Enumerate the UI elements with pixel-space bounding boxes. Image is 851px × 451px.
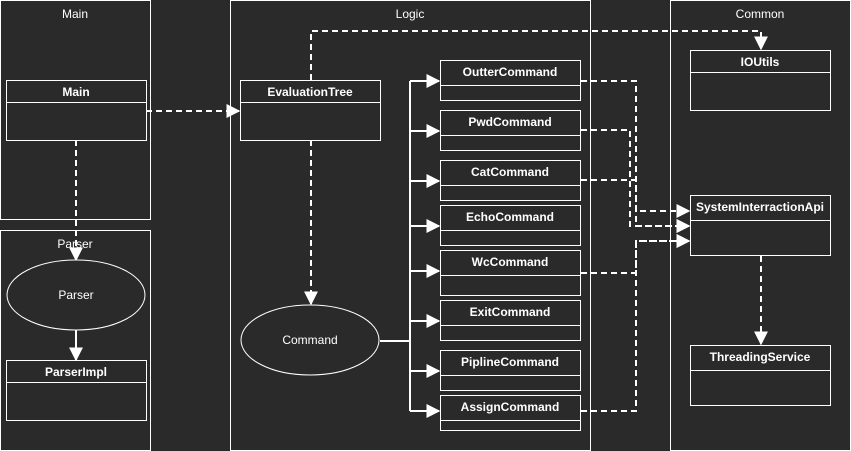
group-main-title: Main xyxy=(62,7,88,21)
edge-cat-to-system-api xyxy=(581,179,691,218)
class-evaluation-tree-label: EvaluationTree xyxy=(267,85,353,99)
class-echo-command-label: EchoCommand xyxy=(466,210,554,224)
class-pwd-command[interactable]: PwdCommand xyxy=(440,110,581,151)
class-assign-command[interactable]: AssignCommand xyxy=(440,395,581,431)
class-cat-command[interactable]: CatCommand xyxy=(440,160,581,201)
interface-command-label: Command xyxy=(282,333,337,347)
interface-parser-label: Parser xyxy=(58,288,93,302)
class-wc-command-label: WcCommand xyxy=(472,255,549,269)
group-logic-title: Logic xyxy=(396,7,425,21)
class-io-utils[interactable]: IOUtils xyxy=(690,50,831,111)
class-parser-impl-label: ParserImpl xyxy=(45,365,107,379)
class-threading-service-label: ThreadingService xyxy=(710,350,811,364)
class-assign-command-label: AssignCommand xyxy=(461,400,560,414)
edge-assign-to-system-api xyxy=(581,234,691,412)
class-system-interraction-api-label: SystemInterractionApi xyxy=(696,200,824,214)
class-outter-command-label: OutterCommand xyxy=(463,65,558,79)
class-echo-command[interactable]: EchoCommand xyxy=(440,205,581,246)
class-exit-command-label: ExitCommand xyxy=(470,305,551,319)
class-pipline-command[interactable]: PiplineCommand xyxy=(440,350,581,391)
group-common-title: Common xyxy=(736,7,785,21)
class-cat-command-label: CatCommand xyxy=(471,165,549,179)
class-io-utils-label: IOUtils xyxy=(741,55,780,69)
class-threading-service[interactable]: ThreadingService xyxy=(690,345,831,406)
edge-pwd-to-system-api xyxy=(581,129,691,233)
edge-evaluation-tree-to-ioutils xyxy=(310,30,768,80)
class-pipline-command-label: PiplineCommand xyxy=(461,355,559,369)
interface-parser[interactable]: Parser xyxy=(6,259,146,331)
class-wc-command[interactable]: WcCommand xyxy=(440,250,581,296)
class-system-interraction-api[interactable]: SystemInterractionApi xyxy=(690,195,831,256)
interface-command[interactable]: Command xyxy=(240,304,380,376)
class-pwd-command-label: PwdCommand xyxy=(468,115,551,129)
class-outter-command[interactable]: OutterCommand xyxy=(440,60,581,101)
class-main[interactable]: Main xyxy=(6,80,147,141)
class-evaluation-tree[interactable]: EvaluationTree xyxy=(240,80,381,141)
class-exit-command[interactable]: ExitCommand xyxy=(440,300,581,341)
class-parser-impl[interactable]: ParserImpl xyxy=(6,360,147,421)
class-main-label: Main xyxy=(62,85,89,99)
edge-command-to-commands xyxy=(380,74,441,418)
